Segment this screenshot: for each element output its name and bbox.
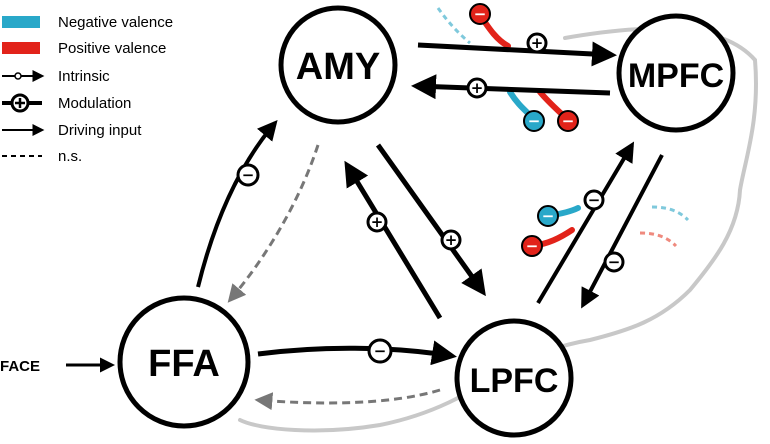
modulation-badge-mpfc-to-lpfc: −	[603, 251, 625, 273]
legend-intrinsic-label: Intrinsic	[58, 68, 110, 85]
svg-text:−: −	[588, 191, 601, 209]
modulation-legend-icon	[2, 93, 42, 113]
node-lpfc: LPFC	[454, 318, 574, 438]
modulation-badge-mpfc-to-amy: +	[466, 77, 488, 99]
positive-valence-badge: −	[557, 110, 579, 132]
modulation-badge-amy-to-mpfc: +	[526, 32, 548, 54]
modulation-badge-ffa-to-lpfc: −	[367, 338, 393, 364]
amy-mpfc-valence-tails: − − −	[436, 3, 579, 132]
svg-text:−: −	[526, 237, 539, 255]
legend: Negative valence Positive valence Intrin…	[2, 14, 173, 165]
positive-valence-badge: −	[469, 3, 491, 25]
svg-text:−: −	[474, 5, 487, 23]
positive-valence-badge: −	[521, 235, 543, 257]
negative-valence-badge: −	[537, 205, 559, 227]
negative-valence-swatch	[2, 16, 40, 28]
svg-text:−: −	[242, 166, 255, 184]
connection-lpfc-to-ffa-ns	[254, 388, 441, 411]
connection-mpfc-to-amy	[411, 74, 611, 100]
legend-modulation-label: Modulation	[58, 95, 131, 112]
legend-negative-valence-label: Negative valence	[58, 14, 173, 31]
mpfc-lpfc-valence-tails: − −	[521, 205, 690, 257]
positive-valence-swatch	[2, 42, 40, 54]
modulation-badge-amy-to-lpfc: +	[440, 229, 462, 251]
region-outline	[238, 26, 758, 433]
svg-text:−: −	[562, 112, 575, 130]
node-ffa-label: FFA	[148, 343, 220, 385]
node-mpfc-label: MPFC	[628, 57, 724, 95]
connection-amy-to-ffa-ns	[227, 144, 320, 303]
intrinsic-legend-icon	[2, 70, 45, 82]
negative-valence-badge: −	[523, 110, 545, 132]
svg-text:+: +	[445, 231, 458, 249]
connection-lpfc-to-mpfc	[536, 141, 635, 305]
svg-text:−: −	[528, 112, 541, 130]
connection-ffa-to-lpfc	[257, 340, 457, 366]
face-input-label: FACE	[0, 358, 40, 375]
node-lpfc-label: LPFC	[470, 362, 559, 400]
node-mpfc: MPFC	[616, 13, 736, 133]
svg-text:−: −	[608, 253, 621, 271]
svg-text:−: −	[542, 207, 555, 225]
node-amy-label: AMY	[296, 46, 380, 88]
connection-mpfc-to-lpfc	[581, 154, 664, 309]
modulation-badge-lpfc-to-amy: +	[366, 211, 388, 233]
svg-text:−: −	[374, 342, 387, 360]
connection-ffa-to-amy	[196, 119, 278, 288]
svg-text:+: +	[471, 79, 484, 97]
node-amy: AMY	[278, 5, 398, 125]
connection-amy-to-mpfc	[417, 41, 617, 67]
legend-not-significant-label: n.s.	[58, 148, 82, 165]
connection-lpfc-to-amy	[344, 160, 443, 320]
node-ffa: FFA	[117, 295, 251, 429]
legend-positive-valence-label: Positive valence	[58, 40, 166, 57]
svg-text:+: +	[531, 34, 544, 52]
modulation-badge-lpfc-to-mpfc: −	[583, 189, 605, 211]
modulation-badge-ffa-to-amy: −	[236, 163, 260, 187]
connection-amy-to-lpfc	[375, 143, 486, 297]
svg-text:+: +	[371, 213, 384, 231]
legend-driving-input-label: Driving input	[58, 122, 142, 139]
